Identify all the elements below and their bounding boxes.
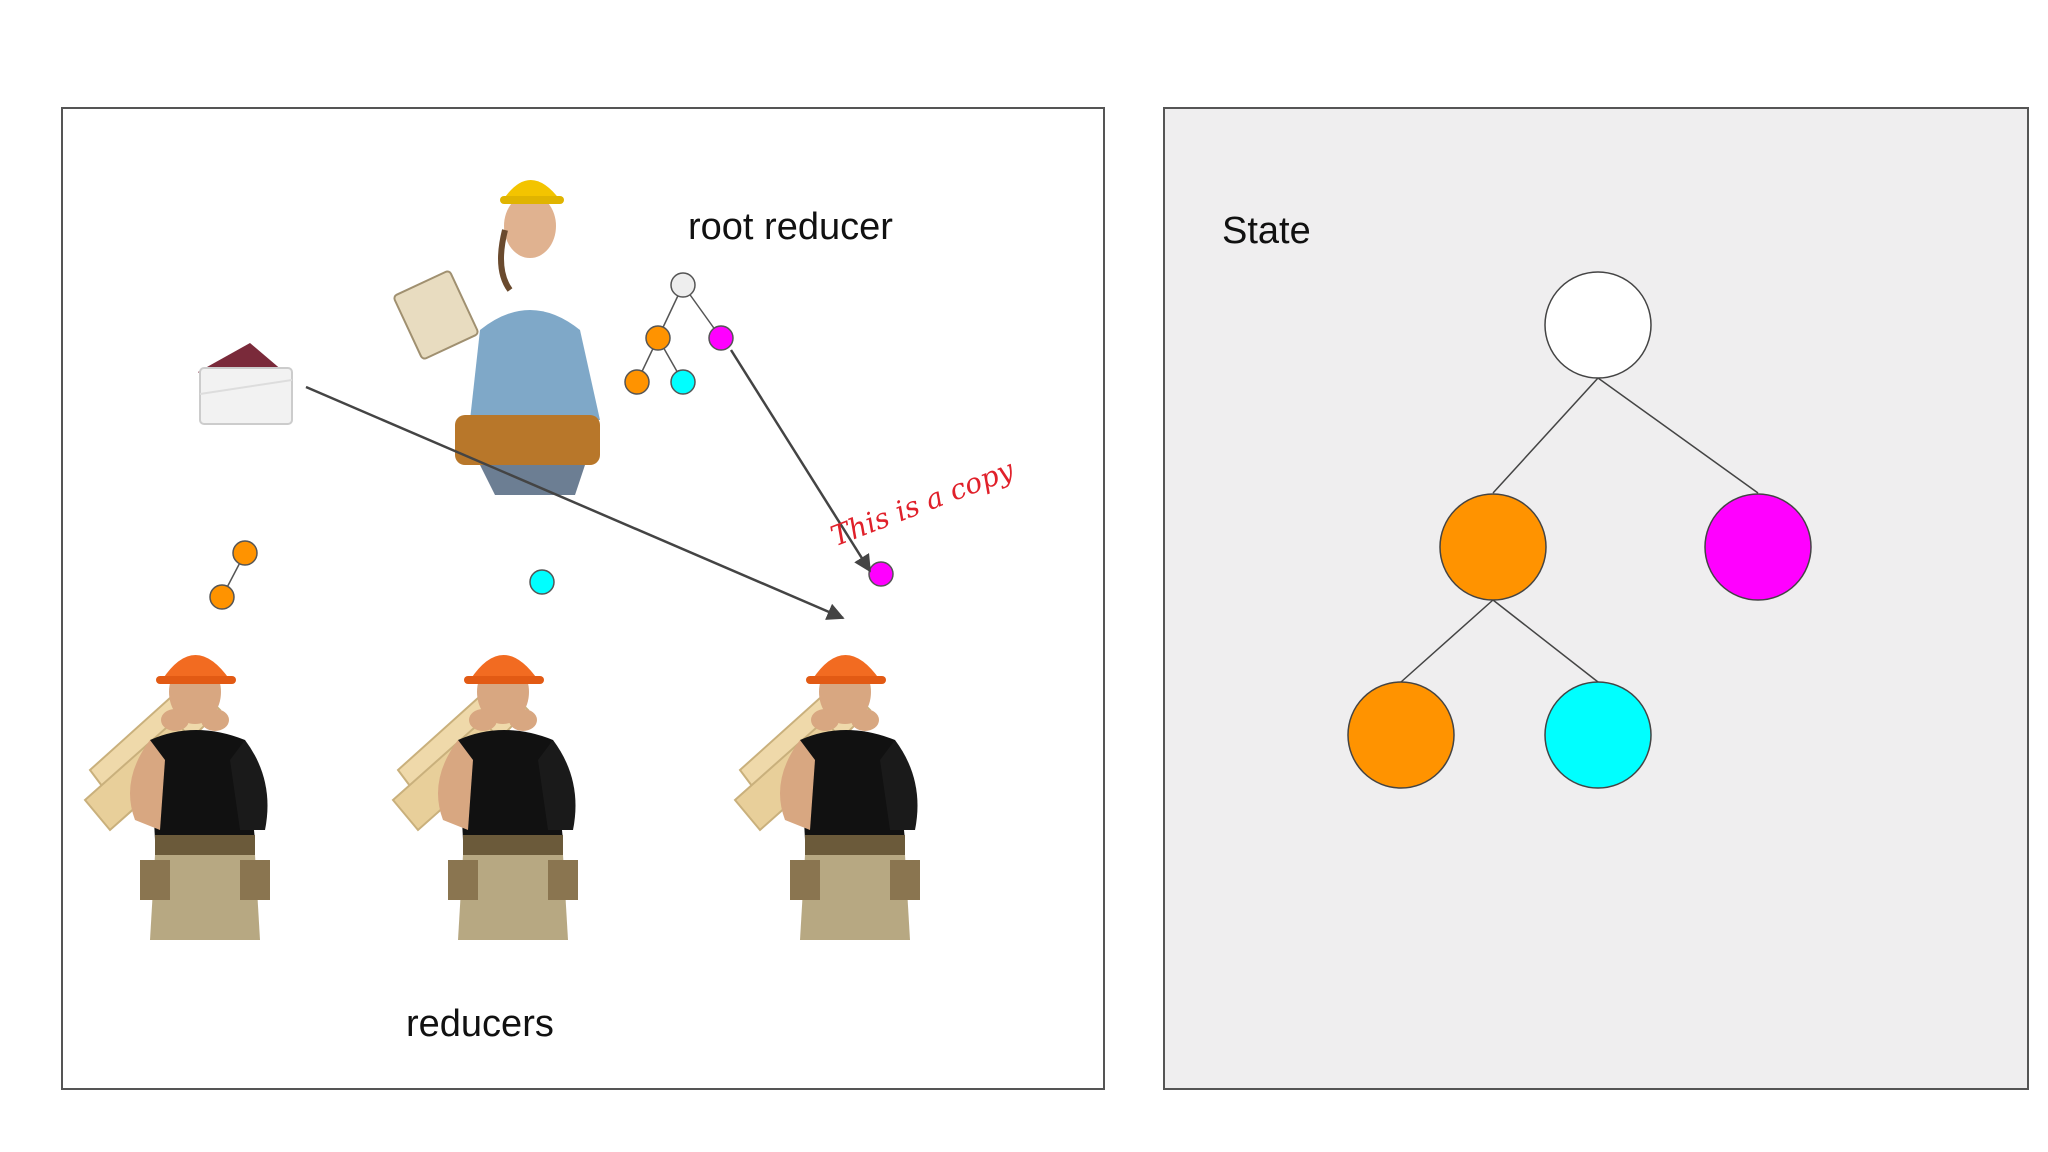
state-tree: [1347, 271, 1812, 789]
root-reducer-label: root reducer: [688, 206, 893, 248]
construction-worker-carrying-lumber-icon: [734, 654, 921, 941]
state-orange-node: [1439, 493, 1547, 601]
state-panel: [1163, 107, 2029, 1090]
envelope-icon: [198, 343, 293, 425]
construction-worker-with-clipboard-icon: [393, 180, 600, 495]
root-tree-orange-node: [645, 325, 671, 351]
construction-worker-carrying-lumber-icon: [84, 654, 271, 941]
action-arrow: [305, 385, 845, 620]
state-orange-leaf: [1347, 681, 1455, 789]
reducers-label: reducers: [406, 1003, 554, 1045]
root-reducer-tree: [624, 272, 734, 395]
root-tree-orange-leaf: [624, 369, 650, 395]
state-label: State: [1222, 210, 1311, 252]
state-cyan-leaf: [1544, 681, 1652, 789]
copy-arrow: [729, 349, 872, 573]
root-tree-cyan-leaf: [670, 369, 696, 395]
root-tree-root-node: [670, 272, 696, 298]
reducer-3-slice-copy: [868, 561, 894, 587]
state-root-node: [1544, 271, 1652, 379]
root-tree-magenta-node: [708, 325, 734, 351]
state-magenta-node: [1704, 493, 1812, 601]
construction-worker-carrying-lumber-icon: [392, 654, 579, 941]
reducer-2-slice: [529, 569, 555, 595]
reducer-1-slice: [209, 540, 258, 610]
